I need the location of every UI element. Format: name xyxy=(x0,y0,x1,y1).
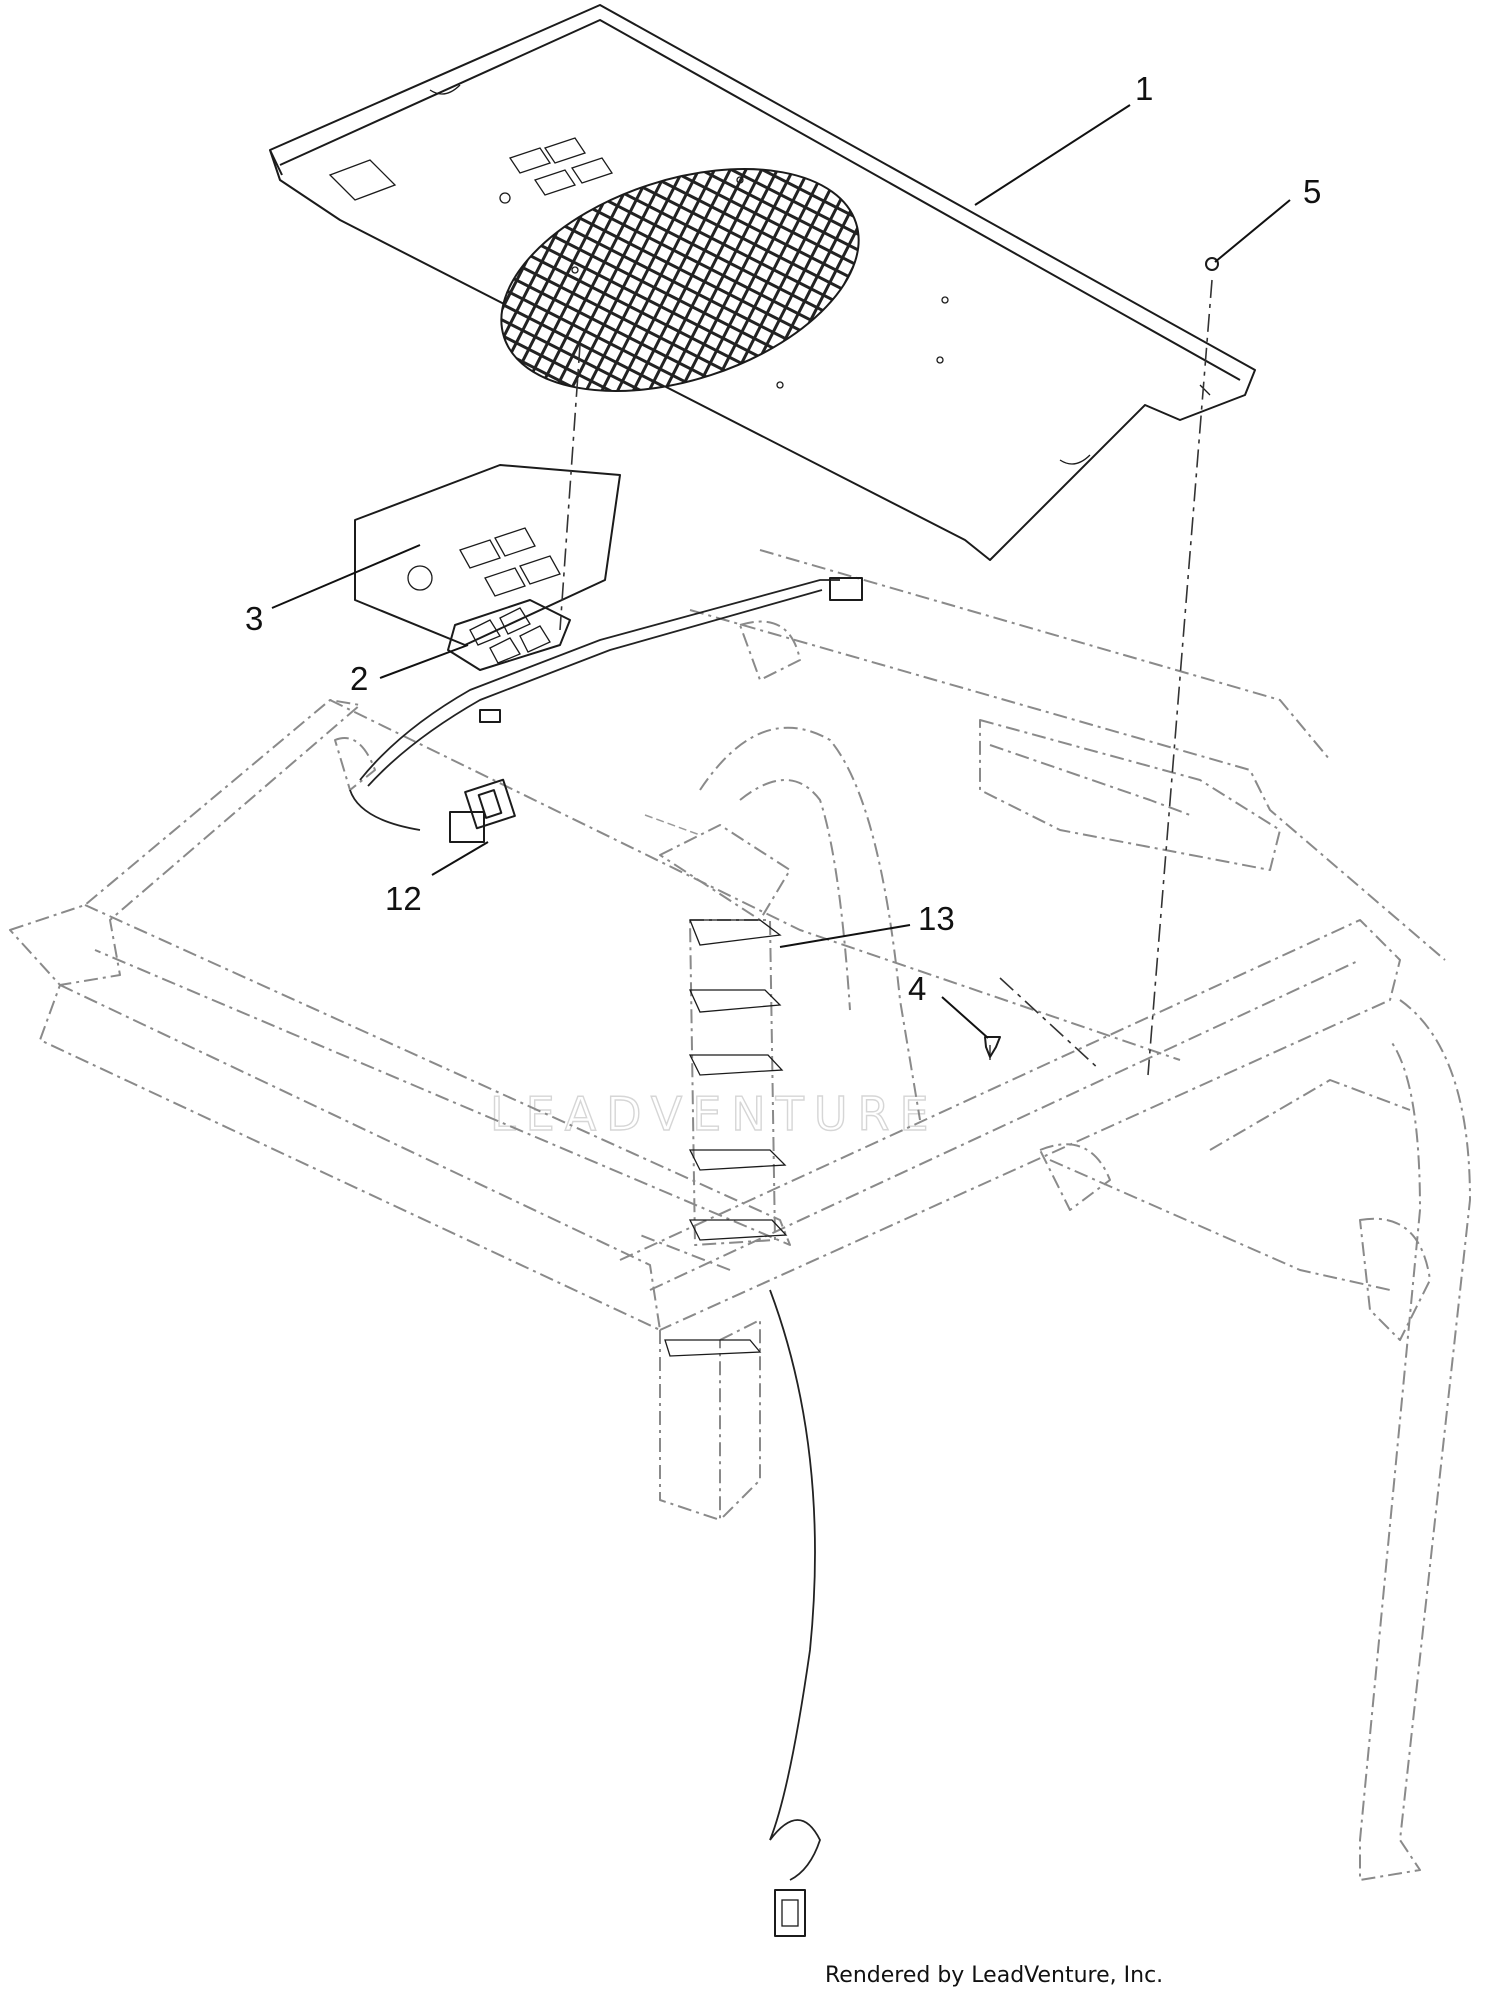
leader-12 xyxy=(431,841,489,876)
leader-13 xyxy=(779,924,911,948)
seat-frame xyxy=(9,549,1471,1881)
callout-5: 5 xyxy=(1303,173,1321,210)
callout-leaders xyxy=(271,104,1291,1039)
wire-harness xyxy=(349,579,840,1881)
leader-3 xyxy=(271,544,421,609)
callout-12: 12 xyxy=(385,880,422,917)
leader-1 xyxy=(974,104,1131,206)
decal-plate xyxy=(354,464,621,646)
callout-13: 13 xyxy=(918,900,955,937)
hardware xyxy=(984,257,1219,1060)
callout-labels: 1 2 3 4 5 12 13 xyxy=(245,70,1321,1007)
leader-2 xyxy=(379,644,469,679)
seat-pan xyxy=(269,4,1256,561)
render-credit: Rendered by LeadVenture, Inc. xyxy=(825,1963,1163,1988)
switch-block xyxy=(447,599,571,671)
mesh-vent xyxy=(500,168,860,392)
callout-3: 3 xyxy=(245,600,263,637)
callout-2: 2 xyxy=(350,660,368,697)
harness-connector xyxy=(449,577,863,1937)
callout-4: 4 xyxy=(908,970,926,1007)
leader-5 xyxy=(1214,199,1291,263)
leader-4 xyxy=(941,996,989,1039)
watermark-text: LEADVENTURE xyxy=(490,1087,939,1141)
callout-1: 1 xyxy=(1135,70,1153,107)
assembly-guides xyxy=(559,279,1213,1076)
cable-clamps xyxy=(664,919,788,1357)
